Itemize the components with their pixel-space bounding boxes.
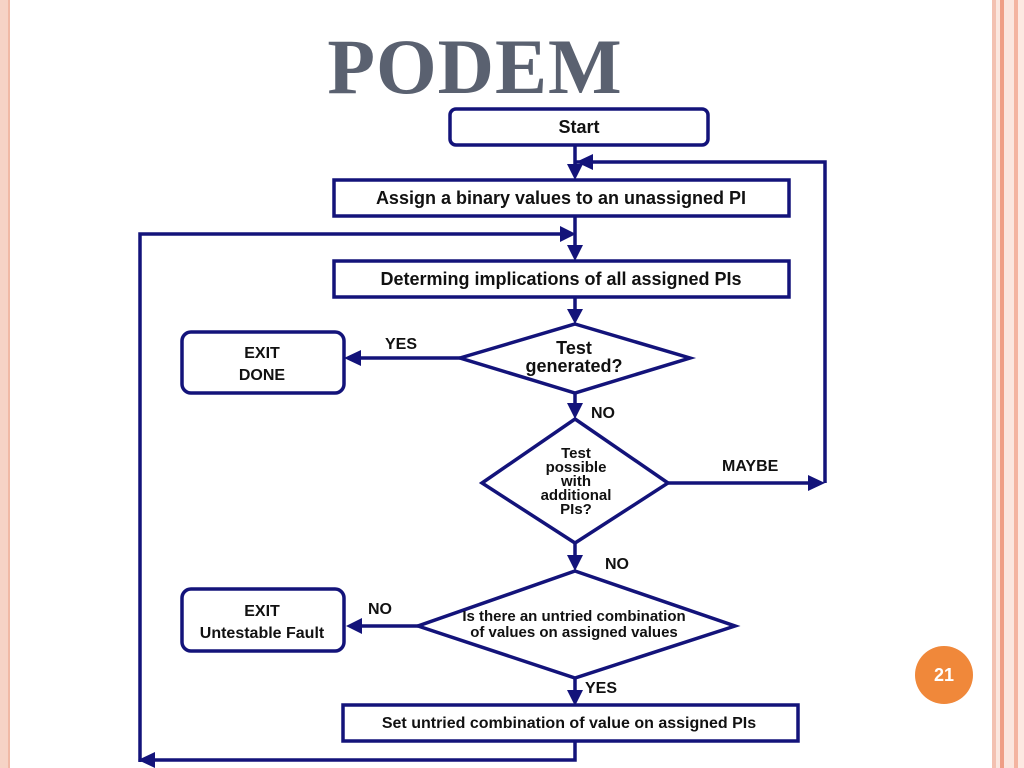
arrowhead-into-possible	[567, 403, 583, 419]
arrowhead-into-exit-untestable	[346, 618, 362, 634]
wire-set-to-loop	[155, 740, 577, 762]
wire-return-loop-left	[138, 232, 560, 762]
arrowhead-bottom-left	[138, 752, 155, 768]
test-possible-line5: PIs?	[560, 501, 592, 518]
arrowhead-into-test	[567, 309, 583, 324]
untried-combination-line2: of values on assigned values	[470, 624, 678, 641]
edge-label-no-1: NO	[591, 405, 615, 422]
left-border-line	[8, 0, 10, 768]
arrowhead-into-set	[567, 690, 583, 706]
untried-combination-decision	[412, 569, 741, 680]
implications-label: Determing implications of all assigned P…	[380, 269, 741, 289]
exit-untestable-node	[180, 587, 346, 653]
exit-done-node	[180, 330, 346, 395]
exit-untestable-line2: Untestable Fault	[200, 625, 325, 642]
start-label: Start	[558, 117, 599, 137]
assign-label: Assign a binary values to an unassigned …	[376, 188, 746, 208]
arrowhead-into-exit-done	[344, 350, 361, 366]
test-possible-decision	[478, 416, 672, 546]
edge-label-yes-2: YES	[585, 680, 617, 697]
wire-maybe-loop-right	[575, 160, 827, 483]
arrowhead-into-untried	[567, 555, 583, 571]
set-untried-node	[341, 703, 800, 743]
edge-label-no-2: NO	[605, 556, 629, 573]
untried-combination-line1: Is there an untried combination	[462, 608, 685, 625]
exit-done-line1: EXIT	[244, 345, 280, 362]
test-possible-line3: with	[560, 473, 591, 490]
arrowhead-into-implications	[567, 245, 583, 261]
test-possible-line4: additional	[541, 487, 612, 504]
test-possible-line1: Test	[561, 445, 591, 462]
start-node	[448, 107, 710, 147]
exit-done-line2: DONE	[239, 367, 286, 384]
arrowhead-into-assign	[567, 164, 583, 180]
arrowhead-loop-top	[576, 154, 593, 170]
test-generated-line1: Test	[556, 338, 592, 358]
set-untried-label: Set untried combination of value on assi…	[382, 715, 756, 732]
right-decorative-stripes	[988, 0, 1024, 768]
assign-node	[332, 178, 791, 218]
edge-label-yes-1: YES	[385, 336, 417, 353]
implications-node	[332, 259, 791, 299]
page-number-badge: 21	[915, 646, 973, 704]
test-possible-line2: possible	[546, 459, 607, 476]
edge-label-maybe: MAYBE	[722, 458, 779, 475]
arrowhead-loop-left-top	[560, 226, 576, 242]
left-border	[0, 0, 8, 768]
test-generated-decision	[453, 322, 697, 395]
arrowhead-maybe	[808, 475, 825, 491]
slide-title: PODEM	[327, 23, 623, 110]
edge-label-no-3: NO	[368, 601, 392, 618]
exit-untestable-line1: EXIT	[244, 603, 280, 620]
test-generated-line2: generated?	[525, 356, 622, 376]
